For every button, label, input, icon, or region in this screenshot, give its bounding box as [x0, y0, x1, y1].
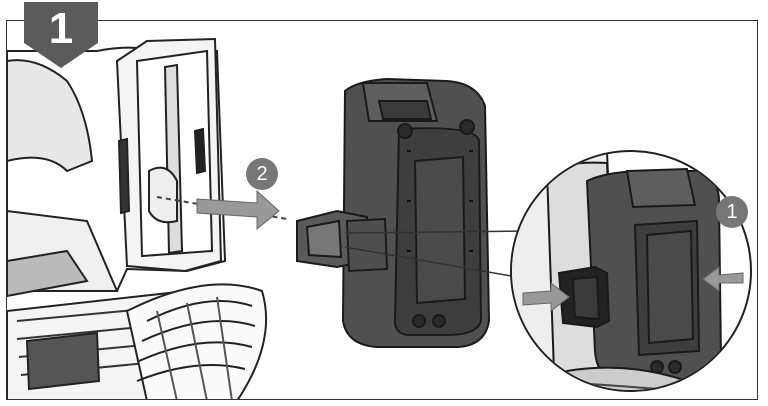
press-arrow-left: [522, 281, 570, 313]
pull-out-arrow: [156, 189, 288, 231]
press-arrow-right: [702, 266, 744, 292]
battery-pack: [296, 77, 491, 348]
brush-roller: [125, 283, 268, 399]
machine-body: [7, 37, 227, 292]
step-number: 1: [48, 4, 74, 53]
callout-1-icon: 1: [716, 196, 748, 228]
illustration-frame: [6, 20, 758, 400]
callout-2-icon: 2: [246, 158, 278, 190]
battery-removal-illustration: [7, 37, 752, 399]
detail-inset: [510, 150, 752, 392]
